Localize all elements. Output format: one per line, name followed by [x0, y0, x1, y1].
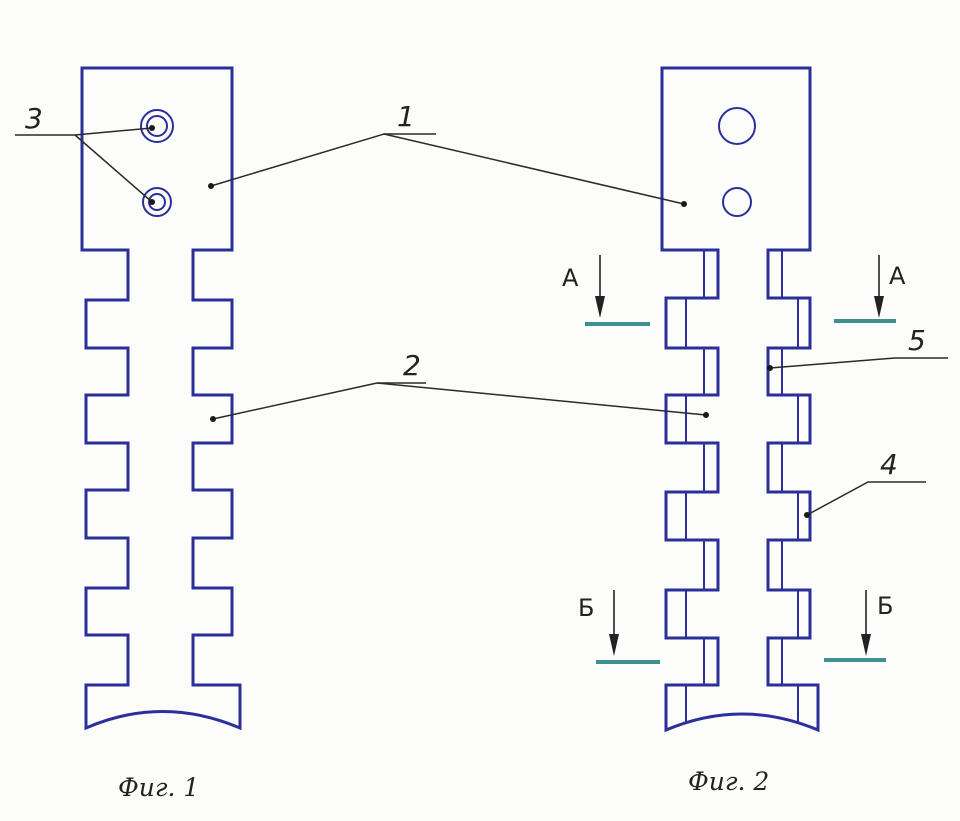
fig1-hole-upper	[140, 109, 174, 143]
section-a-left: А	[562, 255, 650, 326]
section-b-left: Б	[578, 590, 660, 664]
section-a-right: А	[834, 255, 906, 323]
fig2-leader-2	[376, 382, 707, 416]
fig2-leader-1	[383, 133, 685, 205]
fig2-leader-5	[769, 357, 948, 369]
label-2: 2	[403, 349, 421, 382]
svg-text:А: А	[889, 262, 906, 290]
fig2-body-outline	[660, 66, 820, 733]
fig1-hole-lower	[142, 187, 172, 217]
fig2-label-4: 4	[880, 448, 898, 481]
fig1-caption: Фиг. 1	[118, 773, 199, 802]
svg-text:Б: Б	[578, 594, 594, 622]
fig1-leader-1	[210, 133, 436, 187]
fig2-hole-lower	[722, 187, 752, 217]
fig2-caption: Фиг. 2	[688, 767, 769, 796]
svg-text:Б: Б	[877, 592, 893, 620]
svg-text:А: А	[562, 264, 579, 292]
section-b-right: Б	[824, 590, 893, 662]
fig1-leader-3	[15, 127, 153, 203]
fig2-hole-upper	[718, 107, 756, 145]
label-1: 1	[397, 100, 415, 133]
fig2-insert-lines	[685, 250, 799, 722]
fig2-label-5: 5	[908, 324, 926, 357]
fig1-leader-2	[212, 382, 426, 420]
figure-2: 5 4 А А Б Б Фиг.	[376, 66, 948, 796]
fig1-label-3: 3	[25, 102, 43, 135]
fig1-body-outline	[80, 66, 242, 731]
fig2-leader-4	[806, 481, 926, 516]
figure-1: 3 Фиг. 1	[15, 66, 436, 802]
